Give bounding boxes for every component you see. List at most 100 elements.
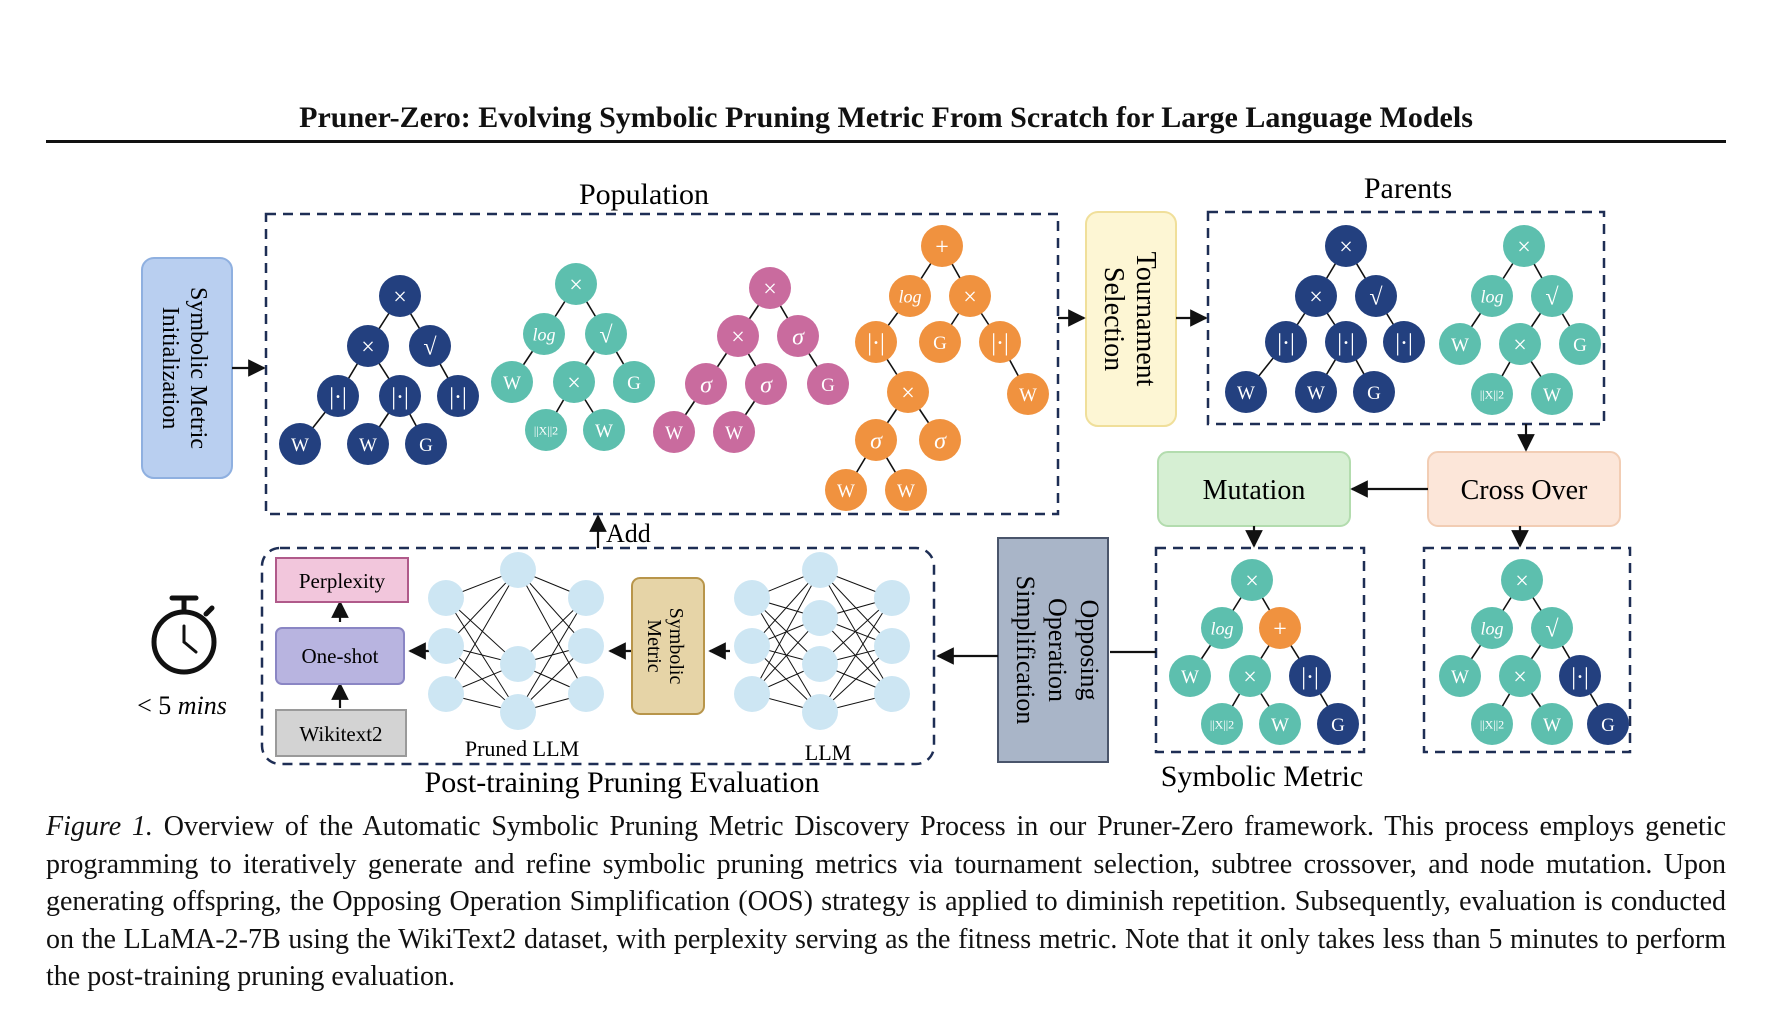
tree-node-circle — [1471, 373, 1513, 415]
tree-node-circle — [887, 371, 929, 413]
neuron — [874, 628, 910, 664]
oos-line1: Opposing — [1075, 599, 1104, 700]
network-edge — [819, 597, 893, 713]
tree-node-symbol: W — [837, 481, 855, 502]
tree-node-symbol: × — [1339, 235, 1353, 261]
tree-node-symbol: × — [1515, 569, 1529, 595]
flow-arrows — [232, 309, 1535, 708]
neuron — [428, 628, 464, 664]
tree-node-w: W — [653, 411, 695, 453]
tree-node-circle — [1259, 607, 1301, 649]
tree-node-symbol: W — [359, 435, 377, 456]
tree-node-mul: × — [1501, 559, 1543, 601]
tree-node-circle — [1531, 373, 1573, 415]
time-label: < 5 mins — [137, 691, 227, 720]
tree-node-g: G — [1317, 703, 1359, 745]
population-label: Population — [579, 178, 709, 211]
tree-node-abs: |·| — [979, 321, 1021, 363]
tree-node-circle — [1289, 655, 1331, 697]
tree-node-symbol: |·| — [1571, 665, 1589, 691]
tree-node-circle — [1499, 323, 1541, 365]
tree-node-w: W — [491, 361, 533, 403]
tree-node-symbol: W — [1181, 667, 1199, 688]
tree-node-mul: × — [1231, 559, 1273, 601]
add-label: Add — [606, 519, 651, 548]
tree-node-mul: × — [717, 315, 759, 357]
tree-node-symbol: × — [901, 381, 915, 407]
tree-node-w: W — [1531, 703, 1573, 745]
tree-node-circle — [919, 321, 961, 363]
tree-node-mul: × — [553, 361, 595, 403]
tree-node-circle — [1383, 321, 1425, 363]
symbolic-metric-label: Symbolic Metric — [1161, 760, 1363, 793]
tree-node-symbol: √ — [423, 335, 437, 361]
tree-node-mul: × — [887, 371, 929, 413]
tree-node-symbol: W — [1543, 385, 1561, 406]
tree-node-symbol: × — [1517, 235, 1531, 261]
neuron — [874, 676, 910, 712]
tree-node-symbol: G — [419, 435, 433, 456]
tree-node-abs: |·| — [1289, 655, 1331, 697]
population-region — [264, 212, 1060, 516]
tree-node-w: W — [825, 469, 867, 511]
tree-node-circle — [1259, 703, 1301, 745]
stopwatch-icon — [151, 595, 217, 675]
tree-node-log: log — [1471, 607, 1513, 649]
tree-node-abs: |·| — [1265, 321, 1307, 363]
pipeline-figure: Population Parents Symbolic Metric Post-… — [137, 172, 1632, 799]
tree-node-symbol: W — [665, 423, 683, 444]
tree-node-circle — [405, 423, 447, 465]
tree-node-abs: |·| — [1383, 321, 1425, 363]
tree-node-abs: |·| — [317, 375, 359, 417]
time-prefix: < 5 — [137, 691, 178, 720]
tree-node-circle — [1559, 323, 1601, 365]
tree-node-mul: × — [749, 267, 791, 309]
tree-node-g: G — [919, 321, 961, 363]
caption-label: Figure 1. — [46, 811, 153, 842]
figure-caption: Figure 1. Overview of the Automatic Symb… — [46, 808, 1726, 996]
tree-node-symbol: log — [532, 324, 555, 344]
tree-node-circle — [949, 275, 991, 317]
tree-node-symbol: × — [1513, 665, 1527, 691]
tree-node-symbol: |·| — [991, 331, 1009, 357]
tree-node-circle — [1295, 275, 1337, 317]
tree-node-mul: × — [1295, 275, 1337, 317]
tree-node-symbol: × — [393, 285, 407, 311]
tree-node-w: W — [1439, 655, 1481, 697]
tree-node-mul: × — [1229, 655, 1271, 697]
tree-node-g: G — [1587, 703, 1629, 745]
neuron — [802, 646, 838, 682]
tree-node-circle — [1503, 225, 1545, 267]
tree-node-circle — [553, 361, 595, 403]
tree-node-mul: × — [1325, 225, 1367, 267]
tree-node-symbol: G — [1331, 715, 1345, 736]
neuron — [734, 676, 770, 712]
oos-box — [997, 537, 1109, 763]
caption-text: Overview of the Automatic Symbolic Pruni… — [46, 811, 1727, 992]
tree-node-symbol: W — [1019, 385, 1037, 406]
parents-region — [1206, 210, 1606, 426]
network-edge — [751, 569, 821, 695]
tree-node-symbol: σ — [870, 429, 883, 455]
network-edge — [445, 569, 519, 695]
parents-label: Parents — [1364, 172, 1452, 205]
symbolic-init-line2: Initialization — [157, 307, 183, 430]
oos-line3: Simplification — [1011, 576, 1040, 725]
tree-node-symbol: × — [567, 371, 581, 397]
tree-node-mul: × — [1499, 655, 1541, 697]
tree-node-w: W — [347, 423, 389, 465]
header-rule — [46, 140, 1726, 143]
tree-node-symbol: W — [1271, 715, 1289, 736]
tree-node-symbol: |·| — [1395, 331, 1413, 357]
tree-node-circle — [279, 423, 321, 465]
tree-node-circle — [1231, 559, 1273, 601]
tree-node-w: W — [1439, 323, 1481, 365]
tree-node-symbol: G — [1601, 715, 1615, 736]
tree-node-w: W — [1259, 703, 1301, 745]
tree-node-circle — [1499, 655, 1541, 697]
